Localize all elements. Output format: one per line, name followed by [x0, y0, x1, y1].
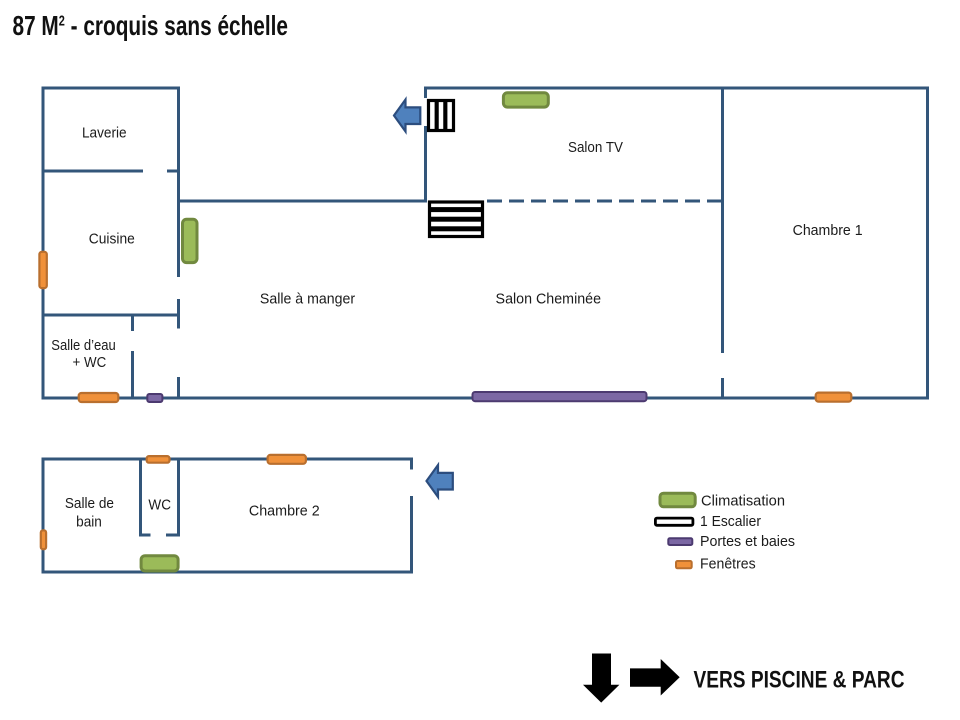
svg-text:Climatisation: Climatisation: [701, 493, 785, 510]
svg-text:Fenêtres: Fenêtres: [700, 556, 756, 573]
svg-text:87 M2 - croquis sans échelle: 87 M2 - croquis sans échelle: [13, 10, 289, 41]
svg-text:Salle d’eau: Salle d’eau: [51, 337, 116, 354]
svg-text:VERS PISCINE & PARC: VERS PISCINE & PARC: [694, 667, 905, 694]
svg-text:Cuisine: Cuisine: [89, 231, 135, 248]
svg-text:Laverie: Laverie: [82, 125, 127, 142]
svg-text:Portes et baies: Portes et baies: [700, 533, 795, 550]
svg-text:Salle de: Salle de: [65, 495, 114, 512]
svg-text:Salle à manger: Salle à manger: [260, 290, 355, 307]
svg-text:WC: WC: [148, 496, 171, 513]
svg-text:bain: bain: [76, 513, 102, 530]
svg-text:1 Escalier: 1 Escalier: [700, 513, 761, 530]
svg-text:Salon Cheminée: Salon Cheminée: [496, 290, 602, 307]
svg-text:Salon TV: Salon TV: [568, 139, 623, 156]
svg-text:Chambre 1: Chambre 1: [793, 222, 863, 239]
svg-text:Chambre 2: Chambre 2: [249, 502, 320, 519]
svg-text:+ WC: + WC: [73, 354, 107, 371]
